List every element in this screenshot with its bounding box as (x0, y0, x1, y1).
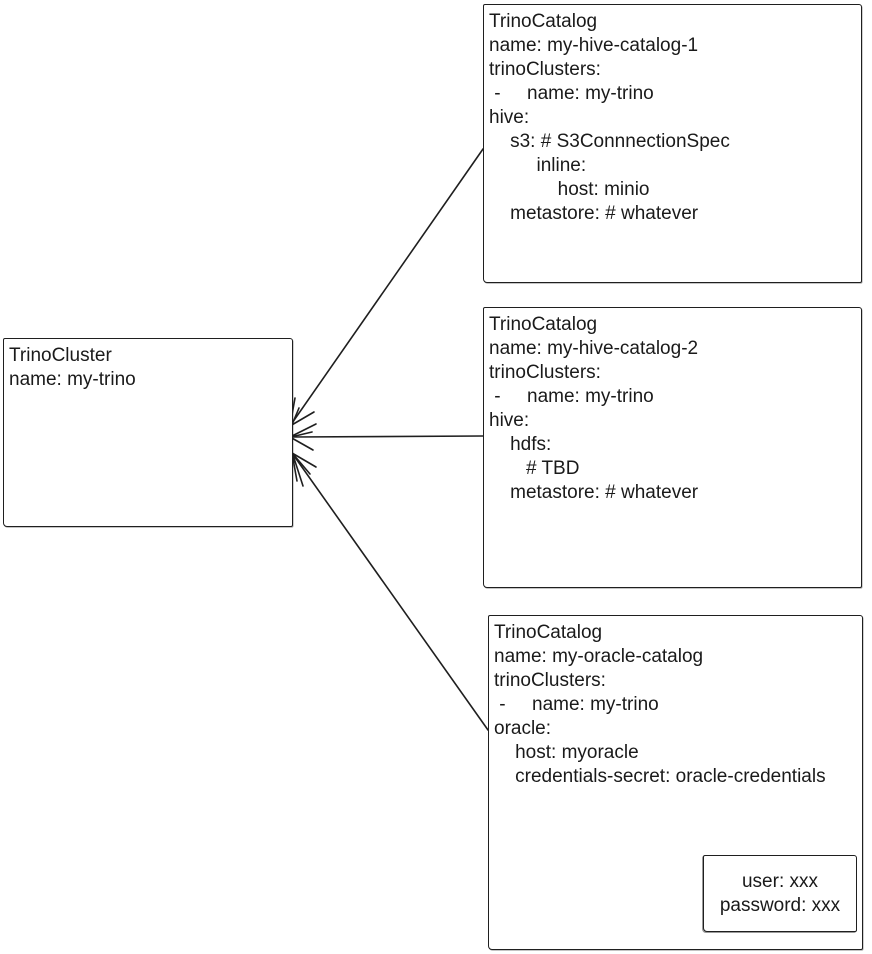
box-text-line: name: my-hive-catalog-1 (489, 35, 699, 56)
arrowhead-icon (291, 452, 317, 487)
box-text-line: - name: my-trino (494, 694, 659, 715)
arrowhead-icon (289, 423, 317, 451)
box-text-line: host: myoracle (494, 742, 639, 763)
box-text-line: metastore: # whatever (489, 482, 699, 503)
box-text-line: TrinoCatalog (489, 314, 598, 335)
trino-cluster-box: TrinoCluster name: my-trino (3, 338, 293, 527)
box-text-line: s3: # S3ConnnectionSpec (489, 131, 730, 152)
box-text-line: oracle: (494, 718, 552, 739)
box-text-line: user: xxx (741, 870, 819, 892)
box-text-line: trinoClusters: (494, 670, 606, 691)
arrowhead-icon (289, 397, 315, 428)
box-text-line: credentials-secret: oracle-credentials (494, 766, 826, 787)
connector-catalog2-to-cluster (289, 435, 484, 438)
box-text-line: metastore: # whatever (489, 203, 699, 224)
box-text-line: hive: (489, 410, 530, 431)
trino-catalog-box-2: TrinoCatalog name: my-hive-catalog-2 tri… (483, 307, 862, 588)
connector-catalog3-to-cluster (291, 452, 489, 731)
credentials-secret-box: user: xxx password: xxx (703, 855, 857, 932)
box-text-line: name: my-oracle-catalog (494, 646, 704, 667)
box-text-line: TrinoCluster (9, 345, 112, 366)
box-text-line: trinoClusters: (489, 59, 601, 80)
connector-catalog1-to-cluster (289, 148, 484, 427)
box-text-line: hive: (489, 107, 530, 128)
box-text-line: TrinoCatalog (489, 11, 598, 32)
box-text-line: name: my-trino (9, 369, 136, 390)
box-text-line: - name: my-trino (489, 83, 654, 104)
box-text-line: trinoClusters: (489, 362, 601, 383)
box-text-line: hdfs: (489, 434, 552, 455)
box-text-line: host: minio (489, 179, 650, 200)
box-text-line: - name: my-trino (489, 386, 654, 407)
box-text-line: # TBD (489, 458, 580, 479)
trino-catalog-box-1: TrinoCatalog name: my-hive-catalog-1 tri… (483, 4, 862, 283)
box-text-line: password: xxx (719, 894, 841, 916)
box-text-line: inline: (489, 155, 587, 176)
box-text-line: name: my-hive-catalog-2 (489, 338, 699, 359)
box-text-line: TrinoCatalog (494, 622, 603, 643)
